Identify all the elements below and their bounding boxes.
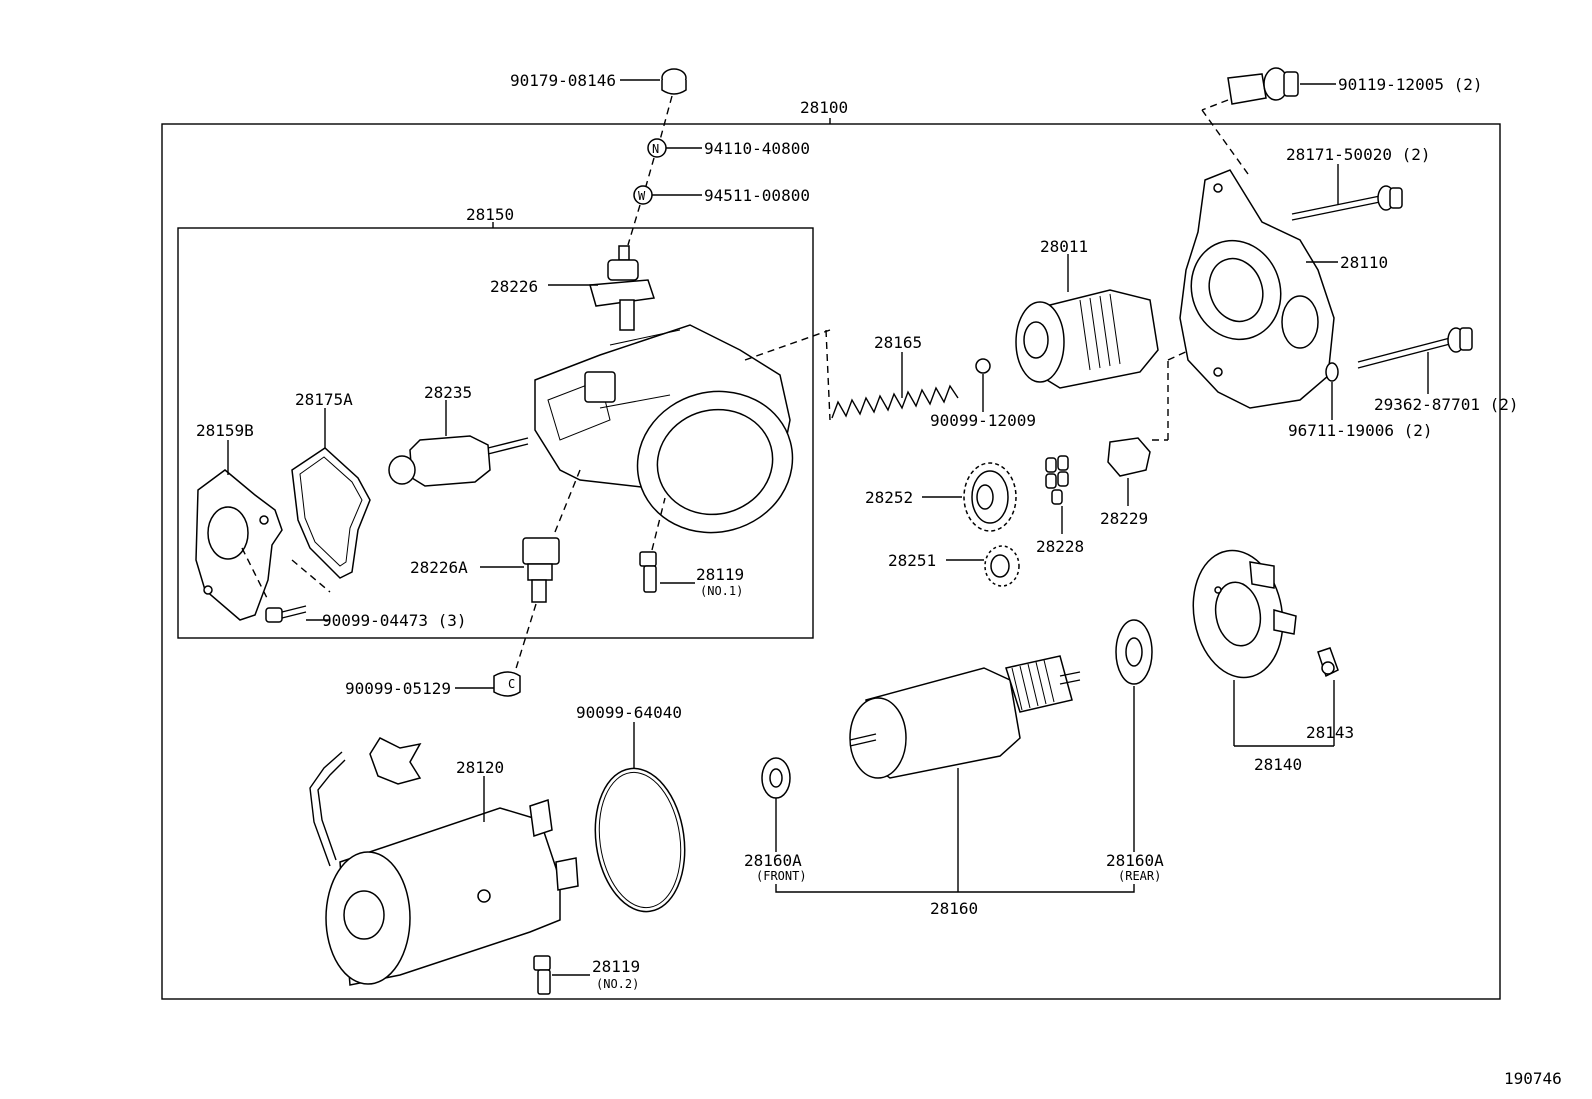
label-28229: 28229 bbox=[1100, 509, 1148, 528]
label-28175A: 28175A bbox=[295, 390, 353, 409]
label-28110: 28110 bbox=[1340, 253, 1388, 272]
gasket-part[interactable] bbox=[291, 447, 371, 579]
label-28160A-rear-sub: (REAR) bbox=[1118, 869, 1161, 883]
through-bolt-part[interactable] bbox=[1291, 185, 1403, 221]
label-28171-50020: 28171-50020 (2) bbox=[1286, 145, 1431, 164]
clutch-part[interactable] bbox=[1015, 289, 1159, 389]
idler-gear-part[interactable] bbox=[963, 462, 1017, 532]
steel-ball-part[interactable] bbox=[975, 358, 991, 374]
label-90099-12009: 90099-12009 bbox=[930, 411, 1036, 430]
label-28226: 28226 bbox=[490, 277, 538, 296]
label-29362-87701: 29362-87701 (2) bbox=[1374, 395, 1519, 414]
label-28119-no2: 28119 bbox=[592, 957, 640, 976]
label-28120: 28120 bbox=[456, 758, 504, 777]
plunger-part[interactable] bbox=[388, 435, 529, 487]
terminal-cap-part[interactable]: C bbox=[493, 671, 521, 697]
screw-part[interactable] bbox=[265, 605, 307, 623]
label-94511-00800: 94511-00800 bbox=[704, 186, 810, 205]
subassembly-frame-28150 bbox=[177, 227, 814, 639]
terminal-bolt-part[interactable] bbox=[589, 245, 655, 331]
magnetic-switch-housing-part[interactable] bbox=[534, 324, 808, 550]
assembly-label: 28100 bbox=[800, 98, 848, 117]
washer-icon: W bbox=[638, 189, 646, 203]
diagram-id: 190746 bbox=[1504, 1069, 1562, 1088]
label-28143: 28143 bbox=[1306, 723, 1354, 742]
assembly-frame bbox=[161, 123, 1501, 1000]
contact-no1-part[interactable] bbox=[639, 551, 657, 593]
spring-part[interactable] bbox=[831, 384, 959, 419]
terminal-nut-cap-part[interactable] bbox=[661, 68, 687, 95]
brush-spring-part[interactable] bbox=[1317, 647, 1339, 678]
label-28119-no1: 28119 bbox=[696, 565, 744, 584]
contact-no2-part[interactable] bbox=[533, 955, 551, 995]
label-90099-04473: 90099-04473 (3) bbox=[322, 611, 467, 630]
label-28235: 28235 bbox=[424, 383, 472, 402]
label-90179-08146: 90179-08146 bbox=[510, 71, 616, 90]
brush-holder-part[interactable] bbox=[1184, 543, 1297, 684]
starter-housing-part[interactable] bbox=[1178, 169, 1335, 409]
yoke-part[interactable] bbox=[309, 737, 579, 986]
armature-part[interactable] bbox=[849, 655, 1081, 779]
nut-icon: N bbox=[652, 142, 659, 156]
label-28165: 28165 bbox=[874, 333, 922, 352]
end-cover-part[interactable] bbox=[195, 469, 283, 621]
roller-retainer-part[interactable] bbox=[1107, 437, 1151, 477]
label-28119-no1-sub: (NO.1) bbox=[700, 584, 743, 598]
label-28011: 28011 bbox=[1040, 237, 1088, 256]
label-90119-12005: 90119-12005 (2) bbox=[1338, 75, 1483, 94]
label-28228: 28228 bbox=[1036, 537, 1084, 556]
label-28160A-front-sub: (FRONT) bbox=[756, 869, 807, 883]
label-90099-05129: 90099-05129 bbox=[345, 679, 451, 698]
subassembly-label-28150: 28150 bbox=[466, 205, 514, 224]
front-bearing-part[interactable] bbox=[761, 757, 791, 799]
housing-bolt-part[interactable] bbox=[1357, 327, 1473, 369]
washer-symbol[interactable]: W bbox=[633, 185, 653, 205]
label-96711-19006: 96711-19006 (2) bbox=[1288, 421, 1433, 440]
label-28140: 28140 bbox=[1254, 755, 1302, 774]
small-o-ring-part[interactable] bbox=[1325, 362, 1339, 382]
label-90099-64040: 90099-64040 bbox=[576, 703, 682, 722]
rear-bearing-part[interactable] bbox=[1115, 619, 1153, 685]
label-28252: 28252 bbox=[865, 488, 913, 507]
o-ring-part[interactable] bbox=[586, 763, 693, 918]
pinion-gear-part[interactable] bbox=[984, 545, 1020, 587]
label-28160A-front: 28160A bbox=[744, 851, 802, 870]
terminal-part[interactable] bbox=[522, 537, 560, 603]
mounting-bolt-part[interactable] bbox=[1227, 67, 1299, 105]
label-28160: 28160 bbox=[930, 899, 978, 918]
label-28160A-rear: 28160A bbox=[1106, 851, 1164, 870]
cap-icon: C bbox=[508, 677, 515, 691]
label-28159B: 28159B bbox=[196, 421, 254, 440]
label-28119-no2-sub: (NO.2) bbox=[596, 977, 639, 991]
rollers-part[interactable] bbox=[1045, 455, 1069, 505]
label-28251: 28251 bbox=[888, 551, 936, 570]
label-94110-40800: 94110-40800 bbox=[704, 139, 810, 158]
label-28226A: 28226A bbox=[410, 558, 468, 577]
nut-symbol[interactable]: N bbox=[647, 138, 667, 158]
